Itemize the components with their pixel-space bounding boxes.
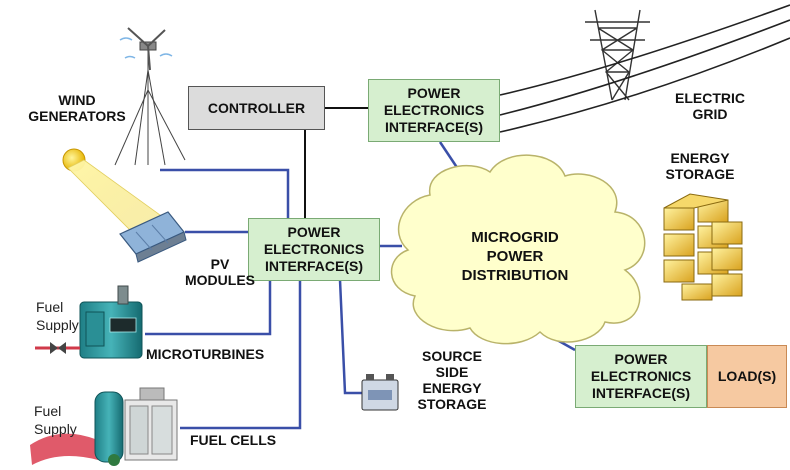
storage-stack-icon [663, 193, 743, 301]
source-side-storage-label: SOURCE SIDE ENERGY STORAGE [417, 348, 487, 412]
battery-icon [361, 374, 399, 411]
pe-interface-grid: POWER ELECTRONICS INTERFACE(S) [368, 79, 500, 142]
control-links [304, 107, 368, 218]
fuel-cells-label: FUEL CELLS [190, 432, 277, 448]
controller-box: CONTROLLER [188, 86, 325, 130]
energy-storage-label: ENERGY STORAGE [665, 150, 735, 182]
pe-interface-load: POWER ELECTRONICS INTERFACE(S) [575, 345, 707, 408]
microgrid-cloud [390, 154, 646, 345]
pv-modules-label: PV MODULES [185, 256, 255, 288]
solar-panel-icon [119, 211, 187, 263]
valve-icon [35, 342, 80, 354]
electric-grid-label: ELECTRIC GRID [675, 90, 745, 122]
load-box: LOAD(S) [707, 345, 787, 408]
wind-generators-label: WIND GENERATORS [28, 92, 126, 124]
microturbines-label: MICROTURBINES [146, 346, 265, 362]
microgrid-label: MICROGRID POWER DISTRIBUTION [461, 229, 569, 284]
fuel-supply-fuelcell-label: Fuel Supply [34, 403, 77, 437]
transmission-tower-icon [499, 4, 790, 133]
fuel-cell-icon [30, 387, 178, 466]
fuel-supply-microturbine-label: Fuel Supply [36, 299, 79, 333]
power-links [145, 141, 576, 430]
wind-turbine-icon [114, 27, 186, 166]
pe-interface-sources: POWER ELECTRONICS INTERFACE(S) [248, 218, 380, 281]
microturbine-icon [79, 285, 143, 359]
